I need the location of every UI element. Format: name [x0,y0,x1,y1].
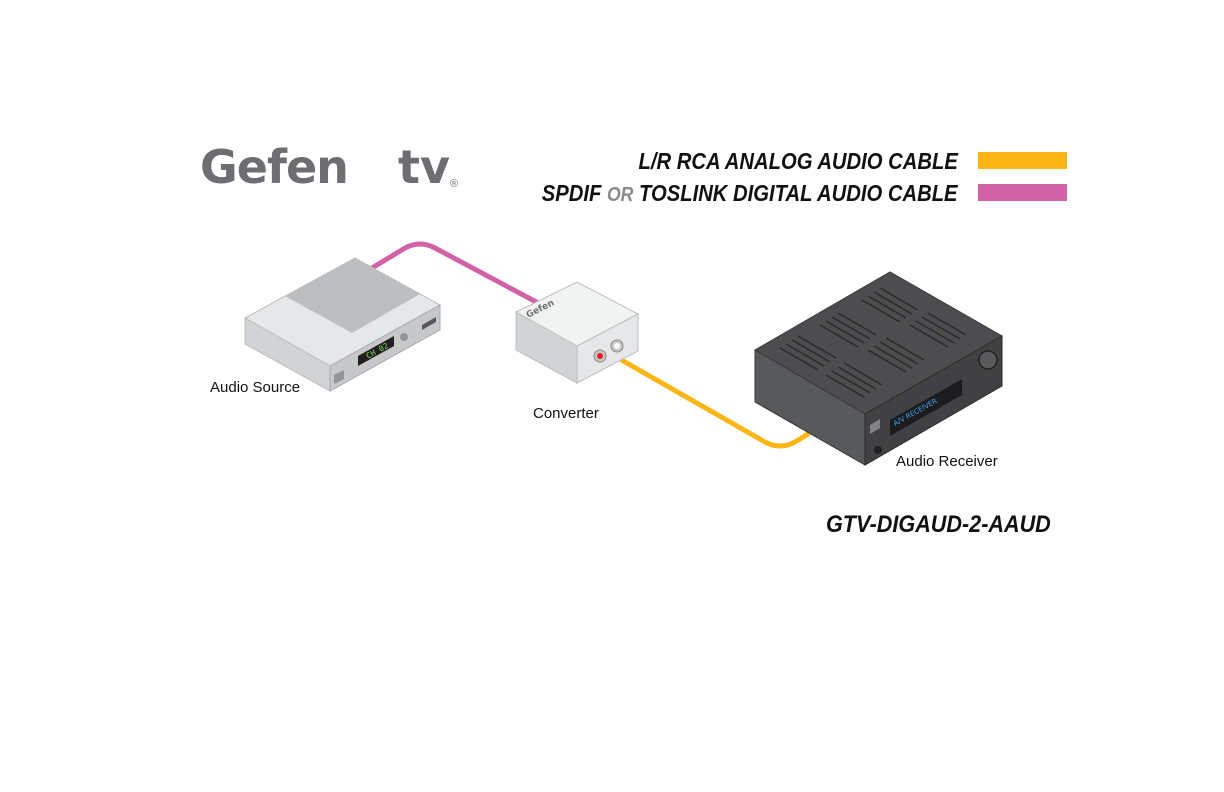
converter-label: Converter [533,405,599,422]
legend-digital-part2: TOSLINK DIGITAL AUDIO CABLE [639,180,958,206]
legend-digital-swatch [978,184,1067,201]
legend-digital-part1: SPDIF [542,180,602,206]
registered-mark: ® [450,178,458,190]
legend-analog-label: L/R RCA ANALOG AUDIO CABLE [639,150,958,173]
model-number: GTV-DIGAUD-2-AAUD [826,511,1051,539]
audio-receiver-label: Audio Receiver [896,453,998,470]
legend-or-word: OR [607,184,633,206]
legend-analog-swatch [978,152,1067,169]
gefen-logo-tv: tv [398,144,450,190]
gefen-logo: Gefen [200,144,348,190]
audio-source-label: Audio Source [210,379,300,396]
audio-receiver-device: A/V RECEIVER [755,272,1002,465]
legend-digital-label: SPDIF OR TOSLINK DIGITAL AUDIO CABLE [542,182,958,205]
audio-source-device: CH 02 [245,258,440,391]
converter-device: Gefen [516,282,638,383]
